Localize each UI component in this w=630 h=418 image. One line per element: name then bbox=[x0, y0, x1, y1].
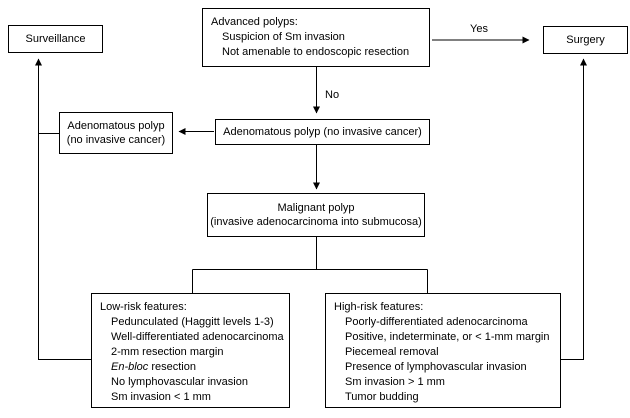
node-adenomatous-left: Adenomatous polyp (no invasive cancer) bbox=[59, 112, 173, 154]
node-adenomatous-center: Adenomatous polyp (no invasive cancer) bbox=[215, 119, 430, 145]
node-low-risk-item: No lymphovascular invasion bbox=[111, 376, 248, 388]
node-advanced-polyps: Advanced polyps: Suspicion of Sm invasio… bbox=[202, 8, 430, 67]
node-advanced-item: Suspicion of Sm invasion bbox=[222, 31, 345, 43]
node-high-risk-title: High-risk features: bbox=[334, 301, 424, 313]
en-bloc-rest: resection bbox=[148, 361, 196, 373]
node-malignant-line1: Malignant polyp bbox=[277, 202, 355, 214]
node-surgery-label: Surgery bbox=[566, 34, 605, 46]
node-low-risk: Low-risk features: Pedunculated (Haggitt… bbox=[91, 293, 290, 408]
node-low-risk-title: Low-risk features: bbox=[100, 301, 187, 313]
node-high-risk-item: Piecemeal removal bbox=[345, 346, 439, 358]
node-low-risk-item: Pedunculated (Haggitt levels 1-3) bbox=[111, 316, 274, 328]
node-surveillance: Surveillance bbox=[8, 25, 103, 53]
en-bloc-italic: En-bloc bbox=[111, 361, 149, 373]
node-high-risk-item: Tumor budding bbox=[345, 391, 419, 403]
node-high-risk: High-risk features: Poorly-differentiate… bbox=[325, 293, 561, 408]
node-surveillance-label: Surveillance bbox=[25, 33, 86, 45]
node-surgery: Surgery bbox=[543, 26, 628, 54]
node-high-risk-item: Poorly-differentiated adenocarcinoma bbox=[345, 316, 528, 328]
node-adenomatous-left-line2: (no invasive cancer) bbox=[66, 134, 166, 146]
node-malignant-polyp: Malignant polyp (invasive adenocarcinoma… bbox=[207, 193, 425, 237]
node-low-risk-item: Well-differentiated adenocarcinoma bbox=[111, 331, 284, 343]
node-advanced-title: Advanced polyps: bbox=[211, 16, 298, 28]
node-high-risk-item: Sm invasion > 1 mm bbox=[345, 376, 445, 388]
node-adenomatous-left-line1: Adenomatous polyp bbox=[67, 120, 165, 132]
node-advanced-item: Not amenable to endoscopic resection bbox=[222, 46, 410, 58]
node-low-risk-item: En-bloc resection bbox=[100, 360, 285, 375]
node-malignant-line2: (invasive adenocarcinoma into submucosa) bbox=[210, 216, 422, 228]
node-low-risk-item: 2-mm resection margin bbox=[111, 346, 224, 358]
edge-label-yes: Yes bbox=[470, 23, 488, 36]
node-adenomatous-center-label: Adenomatous polyp (no invasive cancer) bbox=[223, 126, 422, 138]
node-low-risk-item: Sm invasion < 1 mm bbox=[111, 391, 211, 403]
edge-label-no: No bbox=[325, 89, 340, 102]
node-high-risk-item: Positive, indeterminate, or < 1-mm margi… bbox=[345, 331, 550, 343]
node-high-risk-item: Presence of lymphovascular invasion bbox=[345, 361, 527, 373]
